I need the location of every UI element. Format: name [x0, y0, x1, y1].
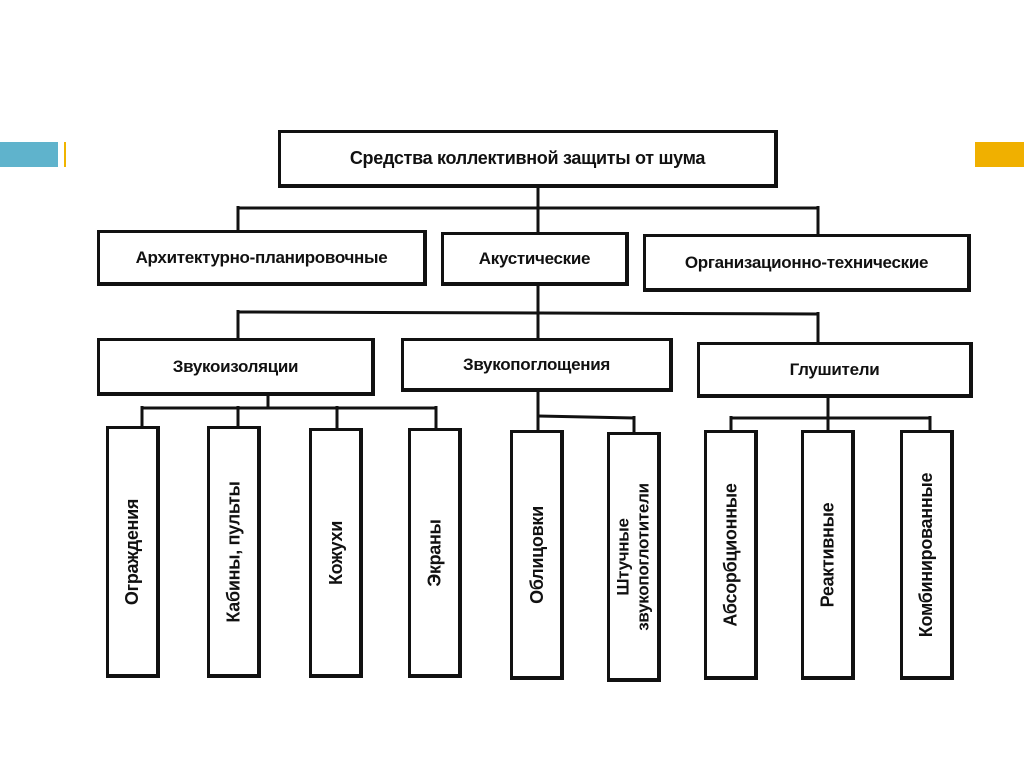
node-organizational-technical: Организационно-технические — [643, 234, 971, 292]
node-silencers: Глушители — [697, 342, 973, 398]
node-enclosures: Ограждения — [106, 426, 160, 678]
accent-bar-left — [0, 142, 58, 167]
node-root-label: Средства коллективной защиты от шума — [349, 148, 706, 168]
node-label: Абсорбционные — [720, 482, 741, 627]
node-root: Средства коллективной защиты от шума — [278, 130, 778, 188]
node-piece-absorbers: Штучные звукопоглотители — [607, 432, 661, 682]
node-label: Кожухи — [325, 520, 346, 585]
node-label: Облицовки — [526, 505, 547, 604]
node-screens: Экраны — [408, 428, 462, 678]
node-casings: Кожухи — [309, 428, 363, 678]
node-label: Реактивные — [817, 502, 838, 607]
node-label: Организационно-технические — [684, 252, 929, 272]
node-label: Комбинированные — [916, 472, 937, 637]
node-label: Штучные звукопоглотители — [613, 482, 653, 631]
node-label: Звукопоглощения — [462, 354, 610, 374]
node-linings: Облицовки — [510, 430, 564, 680]
node-label: Акустические — [478, 248, 591, 268]
node-label: Кабины, пульты — [223, 480, 244, 623]
node-label: Экраны — [424, 518, 445, 587]
node-label: Ограждения — [122, 498, 143, 605]
node-label: Архитектурно-планировочные — [135, 247, 388, 267]
node-cabins-consoles: Кабины, пульты — [207, 426, 261, 678]
node-reactive-silencers: Реактивные — [801, 430, 855, 680]
node-acoustic: Акустические — [441, 232, 629, 286]
node-label: Звукоизоляции — [172, 356, 299, 376]
node-combined-silencers: Комбинированные — [900, 430, 954, 680]
node-architectural-planning: Архитектурно-планировочные — [97, 230, 427, 286]
accent-bar-right — [975, 142, 1024, 167]
node-soundproofing: Звукоизоляции — [97, 338, 375, 396]
accent-line-left — [64, 142, 66, 167]
node-sound-absorption: Звукопоглощения — [401, 338, 673, 392]
node-label: Глушители — [789, 359, 880, 379]
node-absorption-silencers: Абсорбционные — [704, 430, 758, 680]
